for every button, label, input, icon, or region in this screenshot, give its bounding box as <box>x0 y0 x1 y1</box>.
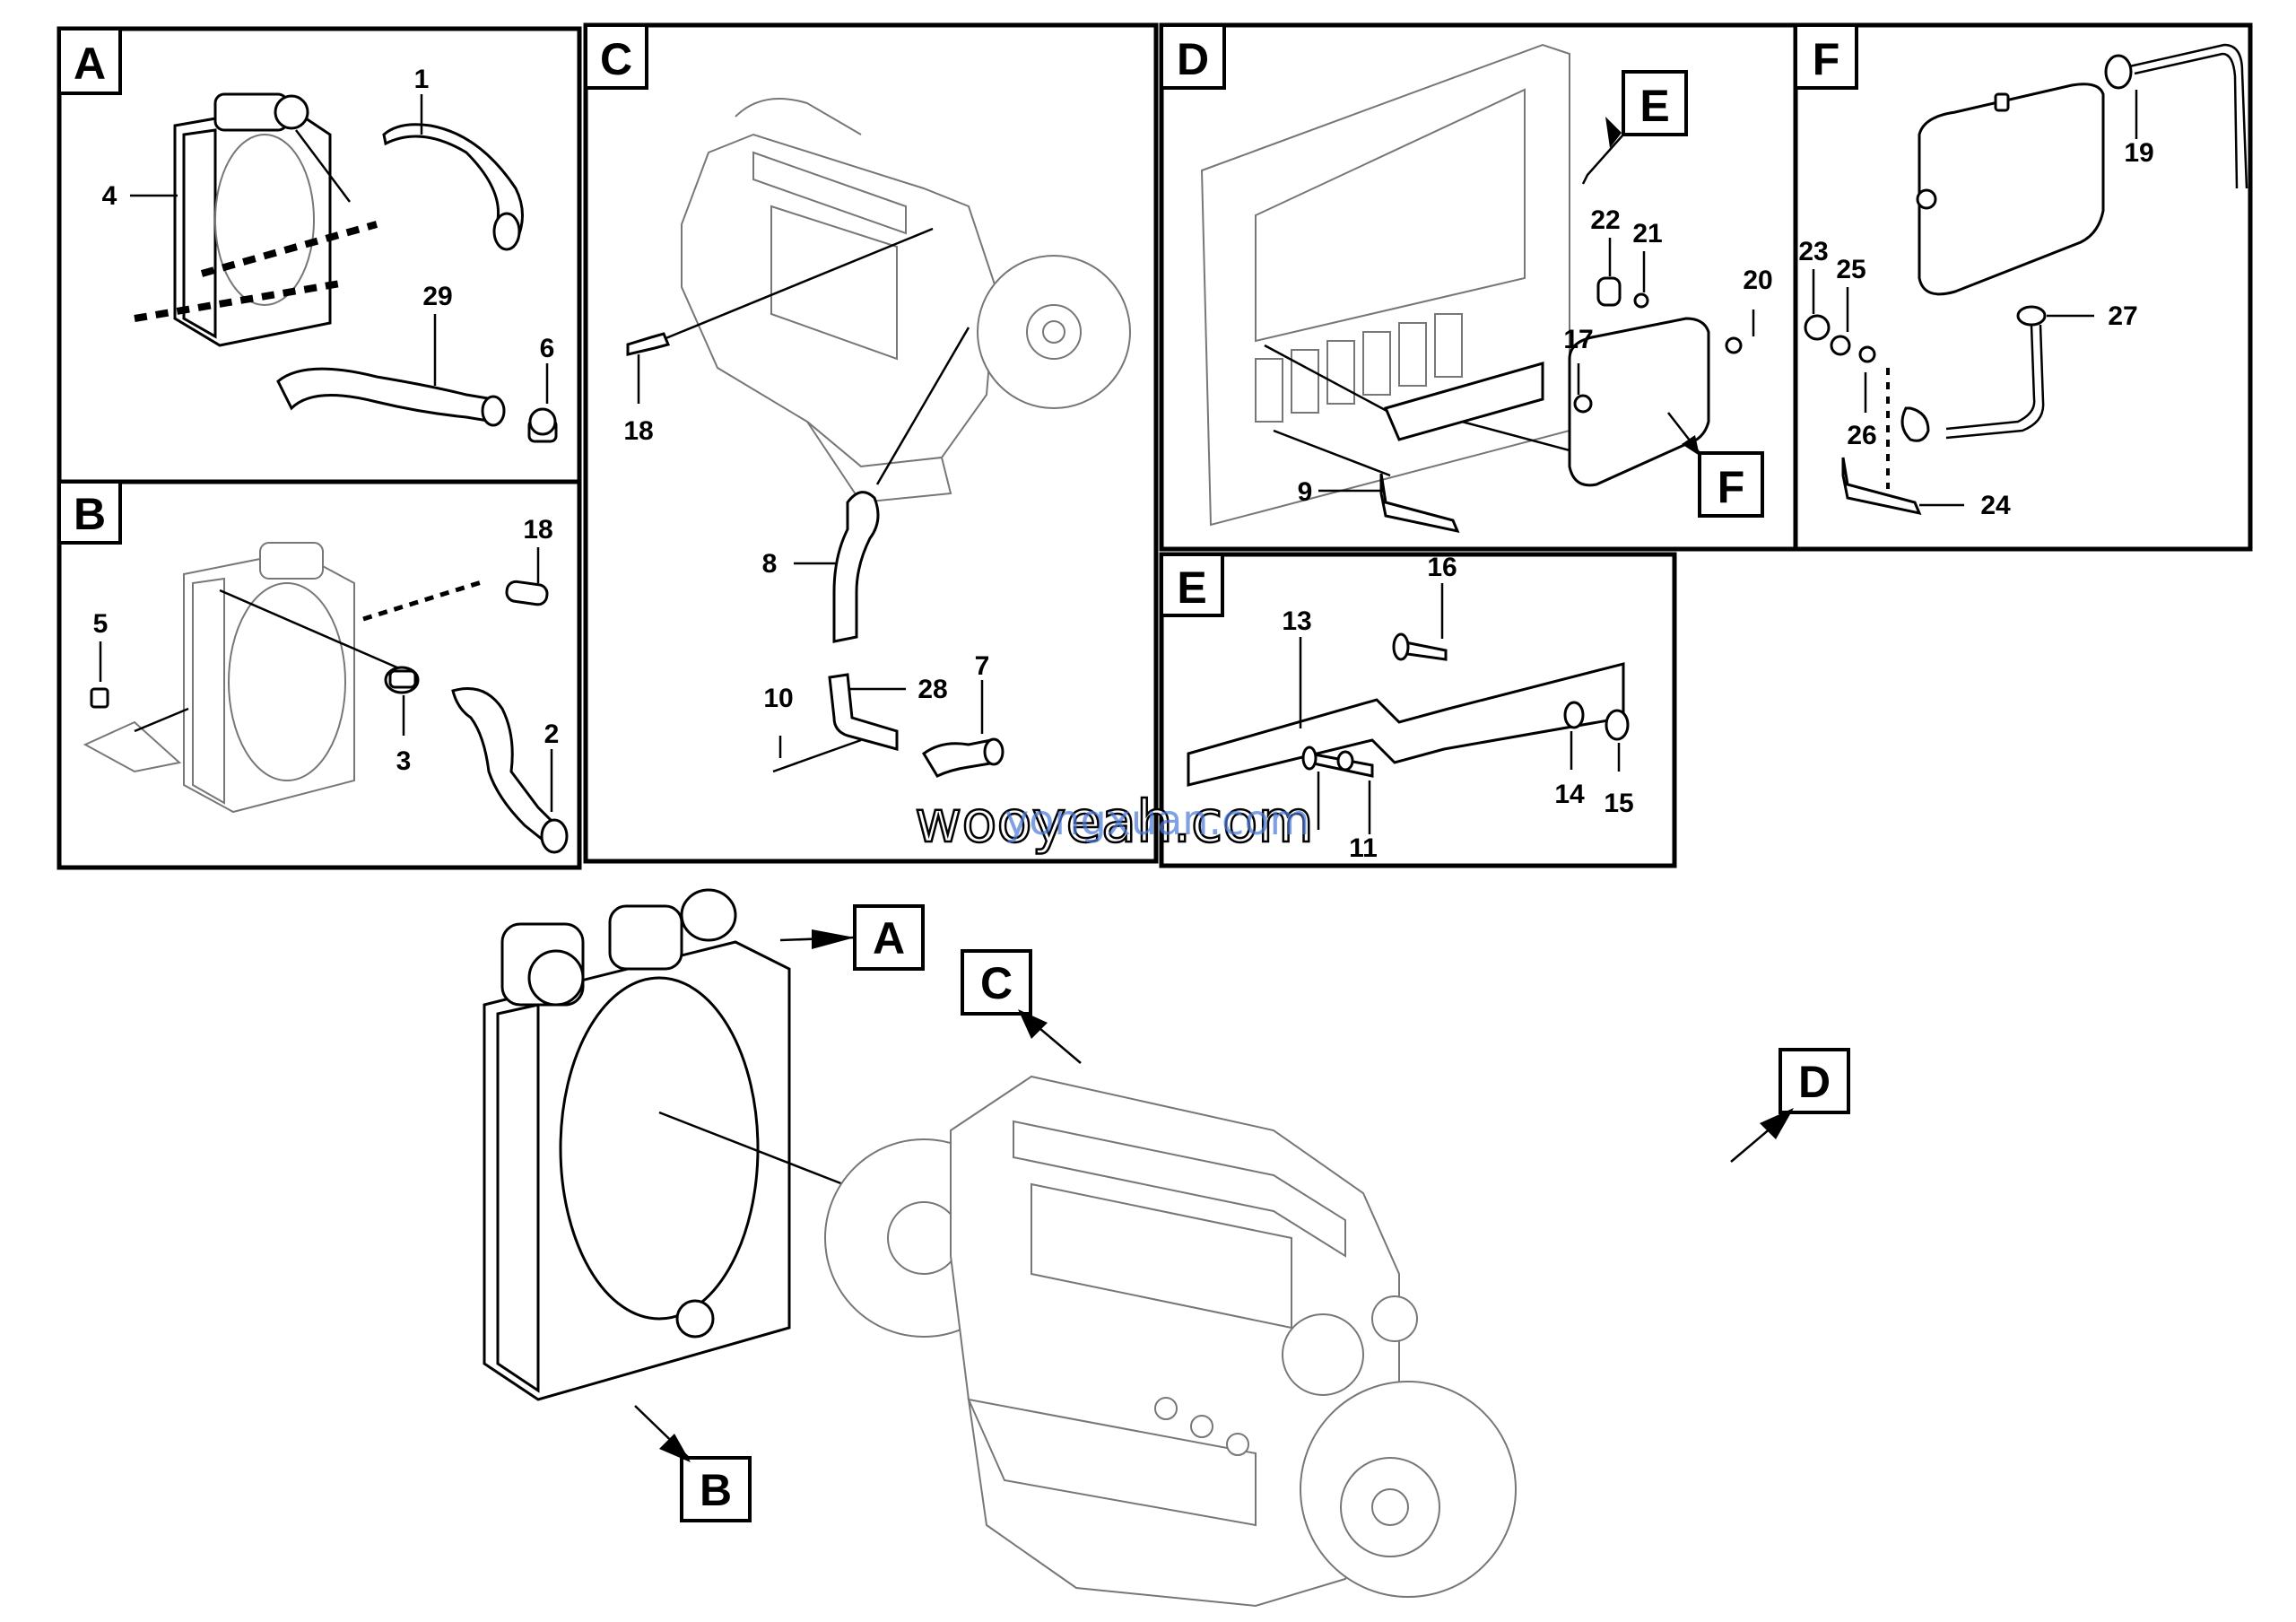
label-18b: 18 <box>523 515 552 545</box>
main-callout-c: C <box>980 958 1013 1008</box>
label-21: 21 <box>1632 219 1662 249</box>
clamp-3 <box>384 666 420 694</box>
label-9: 9 <box>1298 477 1313 507</box>
bracket-13 <box>1187 662 1625 787</box>
hose-8 <box>832 491 880 643</box>
panel-b-letter: B <box>74 489 106 539</box>
watermark: wooyeah.com <box>915 789 1314 856</box>
pipe-28 <box>828 673 899 751</box>
label-15: 15 <box>1604 789 1633 818</box>
label-23: 23 <box>1798 237 1828 266</box>
label-6: 6 <box>540 334 555 363</box>
clamp-6 <box>527 407 558 443</box>
main-callout-d: D <box>1798 1057 1831 1107</box>
label-26: 26 <box>1847 421 1876 450</box>
label-20: 20 <box>1743 266 1772 295</box>
wall-panel-d <box>1200 43 1570 527</box>
panel-c-letter: C <box>600 34 632 84</box>
label-29: 29 <box>422 282 452 311</box>
label-24: 24 <box>1980 491 2011 520</box>
label-14: 14 <box>1554 780 1585 809</box>
label-1: 1 <box>414 65 430 94</box>
radiator-b <box>183 542 355 814</box>
label-19: 19 <box>2124 138 2153 168</box>
main-callout-a: A <box>873 913 905 964</box>
watermark-overlay: yongxuan.com <box>1004 796 1309 844</box>
panel-a-letter: A <box>74 39 106 89</box>
hose-2 <box>451 687 563 846</box>
panel-a: A 1 4 29 6 <box>57 26 582 484</box>
panel-b: B 18 5 3 2 <box>57 479 582 870</box>
label-22: 22 <box>1590 205 1620 235</box>
label-16: 16 <box>1427 553 1457 582</box>
panel-f: F 19 23 25 27 26 24 <box>1793 22 2253 552</box>
main-radiator <box>483 888 791 1401</box>
label-4: 4 <box>102 181 117 211</box>
callout-d-to-e: E <box>1639 81 1669 131</box>
hose-29 <box>276 367 495 423</box>
panel-c: C 18 8 28 10 7 <box>583 22 1159 864</box>
radiator-a <box>173 92 332 347</box>
label-5: 5 <box>93 609 109 639</box>
panel-e-letter: E <box>1177 562 1206 613</box>
panel-d: D 9 17 22 21 <box>1159 22 1798 552</box>
engine-c <box>681 98 1131 504</box>
callout-d-to-f: F <box>1718 462 1745 512</box>
label-27: 27 <box>2108 301 2137 331</box>
label-11: 11 <box>1349 833 1378 863</box>
panel-d-letter: D <box>1177 34 1209 84</box>
main-callout-b: B <box>700 1465 732 1515</box>
label-17: 17 <box>1563 325 1593 354</box>
label-28: 28 <box>918 675 947 704</box>
label-13: 13 <box>1282 606 1311 636</box>
tank-f <box>1916 83 2105 296</box>
label-18a: 18 <box>623 416 653 446</box>
label-10: 10 <box>763 684 793 713</box>
tank-d <box>1568 317 1710 487</box>
label-8: 8 <box>762 549 778 579</box>
label-3: 3 <box>396 746 412 776</box>
panel-e: E 13 16 14 15 11 <box>1159 552 1677 868</box>
main-engine <box>824 1075 1517 1608</box>
label-2: 2 <box>544 719 560 749</box>
bracket-5 <box>83 687 182 773</box>
panel-f-letter: F <box>1813 34 1840 84</box>
label-7: 7 <box>975 651 990 681</box>
label-25: 25 <box>1836 255 1866 284</box>
bracket-9 <box>1379 473 1460 534</box>
